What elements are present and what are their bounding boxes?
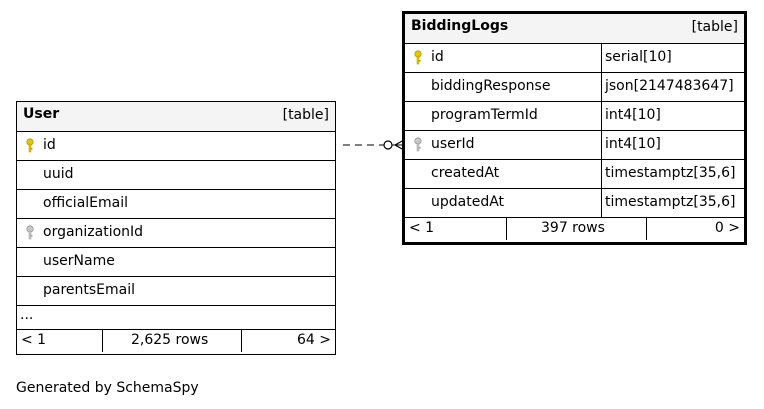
primary-key-icon — [26, 138, 34, 153]
column-type: timestamptz[35,6] — [605, 194, 736, 210]
column-row[interactable]: createdAt timestamptz[35,6] — [405, 160, 744, 189]
column-divider — [601, 73, 602, 101]
column-type: serial[10] — [605, 49, 672, 65]
row-count: 397 rows — [541, 220, 605, 236]
more-columns-row[interactable]: ... — [17, 306, 335, 330]
foreign-key-icon — [26, 225, 34, 240]
column-row[interactable]: biddingResponse json[2147483647] — [405, 73, 744, 102]
foreign-key-icon — [414, 137, 422, 152]
column-type: json[2147483647] — [605, 78, 734, 94]
next-page-link[interactable]: 0 > — [714, 220, 740, 236]
column-name: programTermId — [431, 107, 538, 123]
column-name: id — [431, 49, 444, 65]
column-divider — [601, 189, 602, 217]
column-name: biddingResponse — [431, 78, 551, 94]
column-divider — [601, 102, 602, 130]
column-divider — [601, 131, 602, 159]
footer-divider — [102, 330, 103, 352]
column-name: uuid — [43, 166, 74, 182]
column-name: updatedAt — [431, 194, 505, 210]
column-divider — [601, 160, 602, 188]
table-footer: < 1 397 rows 0 > — [405, 218, 744, 242]
column-name: officialEmail — [43, 195, 128, 211]
column-name: id — [43, 137, 56, 153]
column-type: int4[10] — [605, 107, 661, 123]
prev-page-link[interactable]: < 1 — [409, 220, 435, 236]
column-name: createdAt — [431, 165, 500, 181]
table-name: User — [23, 106, 60, 122]
row-count: 2,625 rows — [131, 332, 209, 348]
column-row[interactable]: updatedAt timestamptz[35,6] — [405, 189, 744, 218]
column-name: userId — [431, 136, 475, 152]
column-name: organizationId — [43, 224, 144, 240]
table-bidding-logs[interactable]: BiddingLogs [table] id serial[10] biddin… — [402, 11, 747, 245]
table-kind: [table] — [282, 107, 329, 123]
table-footer: < 1 2,625 rows 64 > — [17, 330, 335, 352]
column-row[interactable]: uuid — [17, 161, 335, 190]
prev-page-link[interactable]: < 1 — [21, 332, 47, 348]
column-row[interactable]: userName — [17, 248, 335, 277]
column-name: userName — [43, 253, 115, 269]
footer-divider — [646, 218, 647, 240]
column-divider — [601, 44, 602, 72]
column-type: timestamptz[35,6] — [605, 165, 736, 181]
column-row[interactable]: organizationId — [17, 219, 335, 248]
column-row[interactable]: id — [17, 132, 335, 161]
generated-by-note: Generated by SchemaSpy — [16, 380, 199, 396]
table-name: BiddingLogs — [411, 18, 509, 34]
table-user[interactable]: User [table] id uuid officialEmail organ… — [16, 101, 336, 355]
primary-key-icon — [414, 50, 422, 65]
footer-divider — [241, 330, 242, 352]
column-row[interactable]: officialEmail — [17, 190, 335, 219]
column-row[interactable]: userId int4[10] — [405, 131, 744, 160]
column-row[interactable]: id serial[10] — [405, 44, 744, 73]
column-row[interactable]: programTermId int4[10] — [405, 102, 744, 131]
table-header: User [table] — [17, 102, 335, 132]
column-row[interactable]: parentsEmail — [17, 277, 335, 306]
next-page-link[interactable]: 64 > — [297, 332, 331, 348]
optional-circle-marker — [383, 140, 393, 150]
footer-divider — [506, 218, 507, 240]
more-columns-ellipsis: ... — [20, 307, 34, 323]
column-type: int4[10] — [605, 136, 661, 152]
column-name: parentsEmail — [43, 282, 136, 298]
table-header: BiddingLogs [table] — [405, 14, 744, 44]
table-kind: [table] — [691, 19, 738, 35]
